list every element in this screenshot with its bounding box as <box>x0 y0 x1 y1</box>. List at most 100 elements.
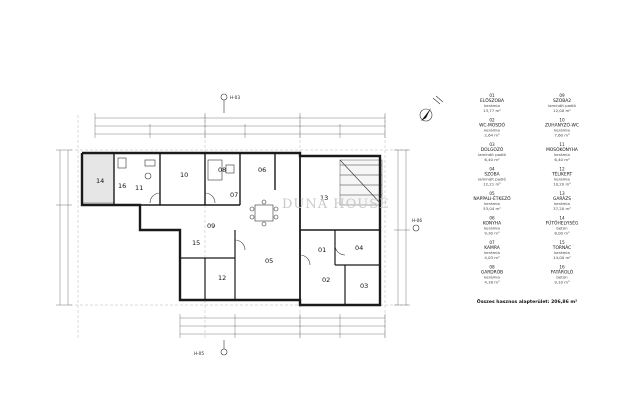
room-label-11: 11 <box>135 184 143 192</box>
dimension-chains-sides <box>56 149 410 306</box>
legend-no: 06 <box>489 216 495 221</box>
axis-grid <box>70 115 410 340</box>
legend-finish: kerámia <box>484 275 500 280</box>
legend-room-name: KAMRA <box>484 245 499 251</box>
legend-no: 11 <box>559 142 565 147</box>
legend-finish: kerámia <box>484 201 500 206</box>
legend-no: 02 <box>489 118 495 123</box>
legend-no: 16 <box>559 265 565 270</box>
legend-finish: kerámia <box>484 226 500 231</box>
legend-room-name: FŰTŐHELYISÉG <box>546 219 579 227</box>
legend-finish: laminált padló <box>548 103 576 108</box>
room-label-14: 14 <box>96 177 104 185</box>
room-label-04: 04 <box>355 244 363 252</box>
legend-area: 9,10 m² <box>554 280 570 285</box>
legend-area: 6,40 m² <box>554 157 570 162</box>
room-label-07: 07 <box>230 191 238 199</box>
legend-finish: kerámia <box>554 201 570 206</box>
legend-area: 4,18 m² <box>484 280 500 285</box>
legend-no: 08 <box>489 265 495 270</box>
section-marker-right: H-06 <box>412 218 422 223</box>
legend-room-name: GARÁZS <box>553 195 571 202</box>
legend-room-name: MOSÓKONYHA <box>546 146 578 153</box>
room-label-06: 06 <box>258 166 266 174</box>
interior-walls <box>113 153 380 305</box>
legend-no: 10 <box>559 118 565 123</box>
legend-area: 37,20 m² <box>553 206 571 211</box>
room-label-13: 13 <box>320 194 328 202</box>
legend-finish: kerámia <box>484 250 500 255</box>
room-label-12: 12 <box>218 274 226 282</box>
legend-room-name: FATÁROLÓ <box>551 269 574 276</box>
legend-no: 09 <box>559 93 565 98</box>
legend-no: 12 <box>559 167 565 172</box>
dining-table <box>249 199 279 227</box>
legend-area: 12,00 m² <box>553 108 571 113</box>
room-label-08: 08 <box>218 166 226 174</box>
legend-area: 7,60 m² <box>554 133 570 138</box>
legend-room-name: WC-MOSDÓ <box>479 122 505 129</box>
room-label-16: 16 <box>118 182 126 190</box>
watermark-logo: DUNA HOUSE <box>282 197 390 212</box>
door-swings <box>149 192 346 266</box>
legend-room-name: DOLGOZÓ <box>481 146 504 153</box>
dimension-chains-bottom <box>179 314 386 338</box>
bathroom-fixtures <box>117 157 235 181</box>
legend-no: 04 <box>489 167 495 172</box>
legend-room-name: GARDRÓB <box>481 269 503 276</box>
legend-area: 53,04 m² <box>483 206 501 211</box>
legend-room-name: SZOBA2 <box>553 98 571 104</box>
room-label-02: 02 <box>322 276 330 284</box>
legend-area: 12,21 m² <box>483 182 501 187</box>
legend-no: 15 <box>559 240 565 245</box>
room-label-01: 01 <box>318 246 326 254</box>
legend-finish: laminált padló <box>478 177 506 182</box>
room-label-10: 10 <box>180 171 188 179</box>
legend-no: 14 <box>559 216 565 221</box>
legend-room-name: KONYHA <box>483 221 501 227</box>
legend-no: 05 <box>489 191 495 196</box>
legend-finish: kerámia <box>484 128 500 133</box>
section-marker-bottom: H-05 <box>194 351 204 356</box>
legend-total: Összes hasznos alapterület: 206,86 m² <box>477 298 577 305</box>
room-label-05: 05 <box>265 257 273 265</box>
legend-finish: beton <box>556 275 568 280</box>
legend-no: 07 <box>489 240 495 245</box>
legend-no: 03 <box>489 142 495 147</box>
legend-area: 6,40 m² <box>484 157 500 162</box>
stair-lines <box>339 159 383 206</box>
north-arrow-icon <box>419 95 444 122</box>
legend-room-name: ELŐSZOBA <box>480 97 504 104</box>
dimension-chains-top <box>94 113 386 138</box>
legend-finish: laminált padló <box>478 152 506 157</box>
exterior-walls <box>80 151 382 307</box>
legend-room-name: ZUHANYZÓ-WC <box>545 122 579 129</box>
legend-finish: kerámia <box>554 128 570 133</box>
legend-finish: kerámia <box>554 177 570 182</box>
room-label-09: 09 <box>207 222 215 230</box>
legend-area: 14,00 m² <box>553 255 571 260</box>
legend-area: 4,03 m² <box>484 255 500 260</box>
legend-room-name: TORNÁC <box>552 244 571 251</box>
legend-area: 2,64 m² <box>484 133 500 138</box>
legend-finish: kerámia <box>554 250 570 255</box>
legend-area: 8,00 m² <box>554 231 570 236</box>
legend-finish: kerámia <box>554 152 570 157</box>
legend-room-name: SZOBA <box>484 172 499 178</box>
